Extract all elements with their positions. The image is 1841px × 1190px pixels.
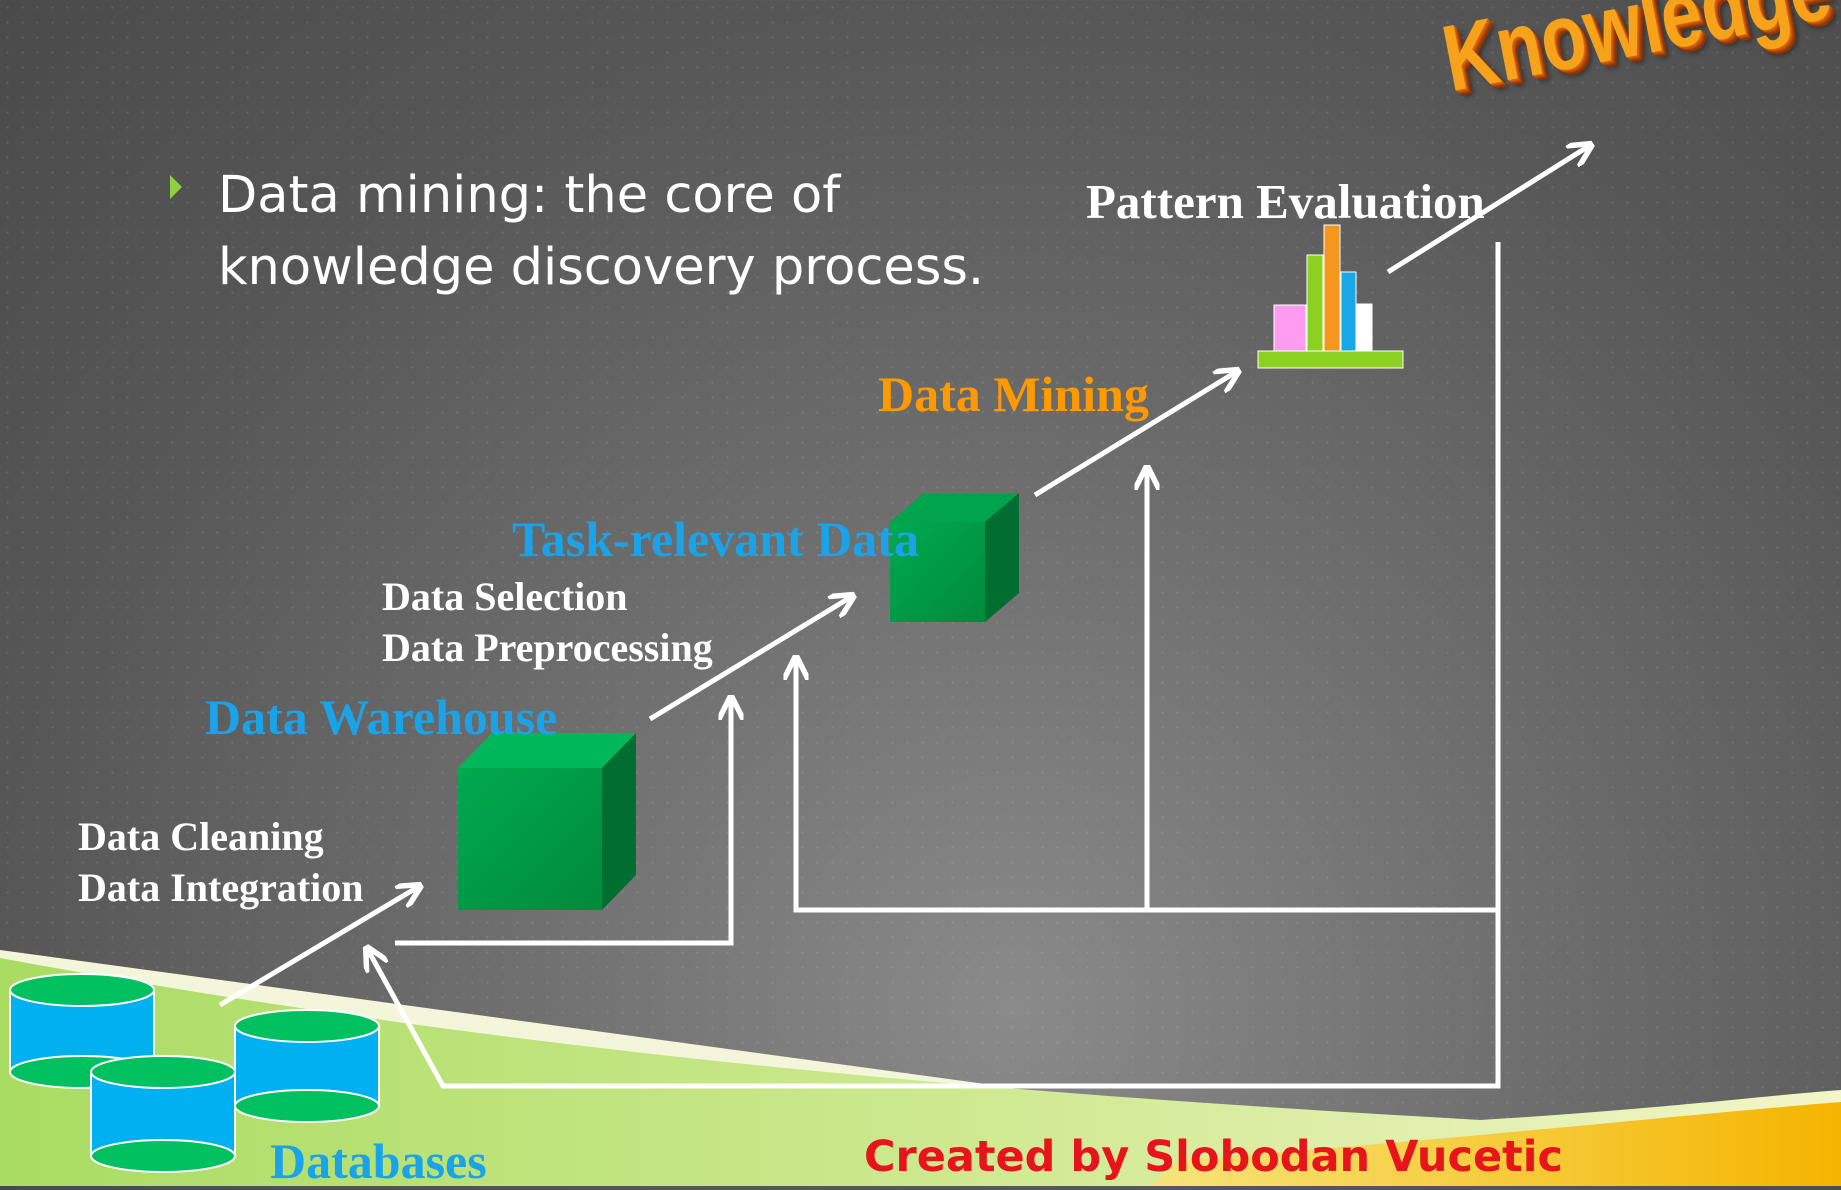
feedback-arrow-selection <box>395 700 731 946</box>
bullet-text: Data mining: the core of knowledge disco… <box>218 166 985 297</box>
arrow-to-patterns <box>1033 372 1236 498</box>
arrow-to-task-data <box>648 597 851 722</box>
task-relevant-data-label: Task-relevant Data <box>512 511 919 567</box>
triangle-bullet-icon <box>170 175 182 199</box>
arrow-to-knowledge <box>1386 146 1589 275</box>
feedback-arrow-task-relevant <box>796 660 1498 913</box>
databases-label: Databases <box>270 1133 487 1189</box>
database-cylinder-2 <box>234 1009 380 1123</box>
credit-text: Created by Slobodan Vucetic <box>864 1132 1563 1182</box>
data-integration-label: Data Integration <box>78 865 364 910</box>
bar-chart-icon <box>1257 224 1404 369</box>
arrow-to-warehouse <box>218 887 418 1008</box>
data-cleaning-label: Data Cleaning <box>78 814 324 859</box>
data-mining-label: Data Mining <box>878 366 1149 422</box>
bottom-band-green <box>0 958 1841 1186</box>
pattern-evaluation-label: Pattern Evaluation <box>1086 174 1485 229</box>
data-warehouse-cube <box>458 733 636 910</box>
feedback-arrow-databases <box>368 242 1501 1089</box>
data-warehouse-label: Data Warehouse <box>205 689 558 745</box>
data-preprocessing-label: Data Preprocessing <box>382 625 713 670</box>
task-relevant-data-cube <box>890 493 1019 622</box>
data-selection-label: Data Selection <box>382 574 628 619</box>
database-cylinders <box>9 973 380 1173</box>
database-cylinder-3 <box>90 1055 236 1173</box>
bottom-band-yellow <box>1150 1102 1841 1186</box>
